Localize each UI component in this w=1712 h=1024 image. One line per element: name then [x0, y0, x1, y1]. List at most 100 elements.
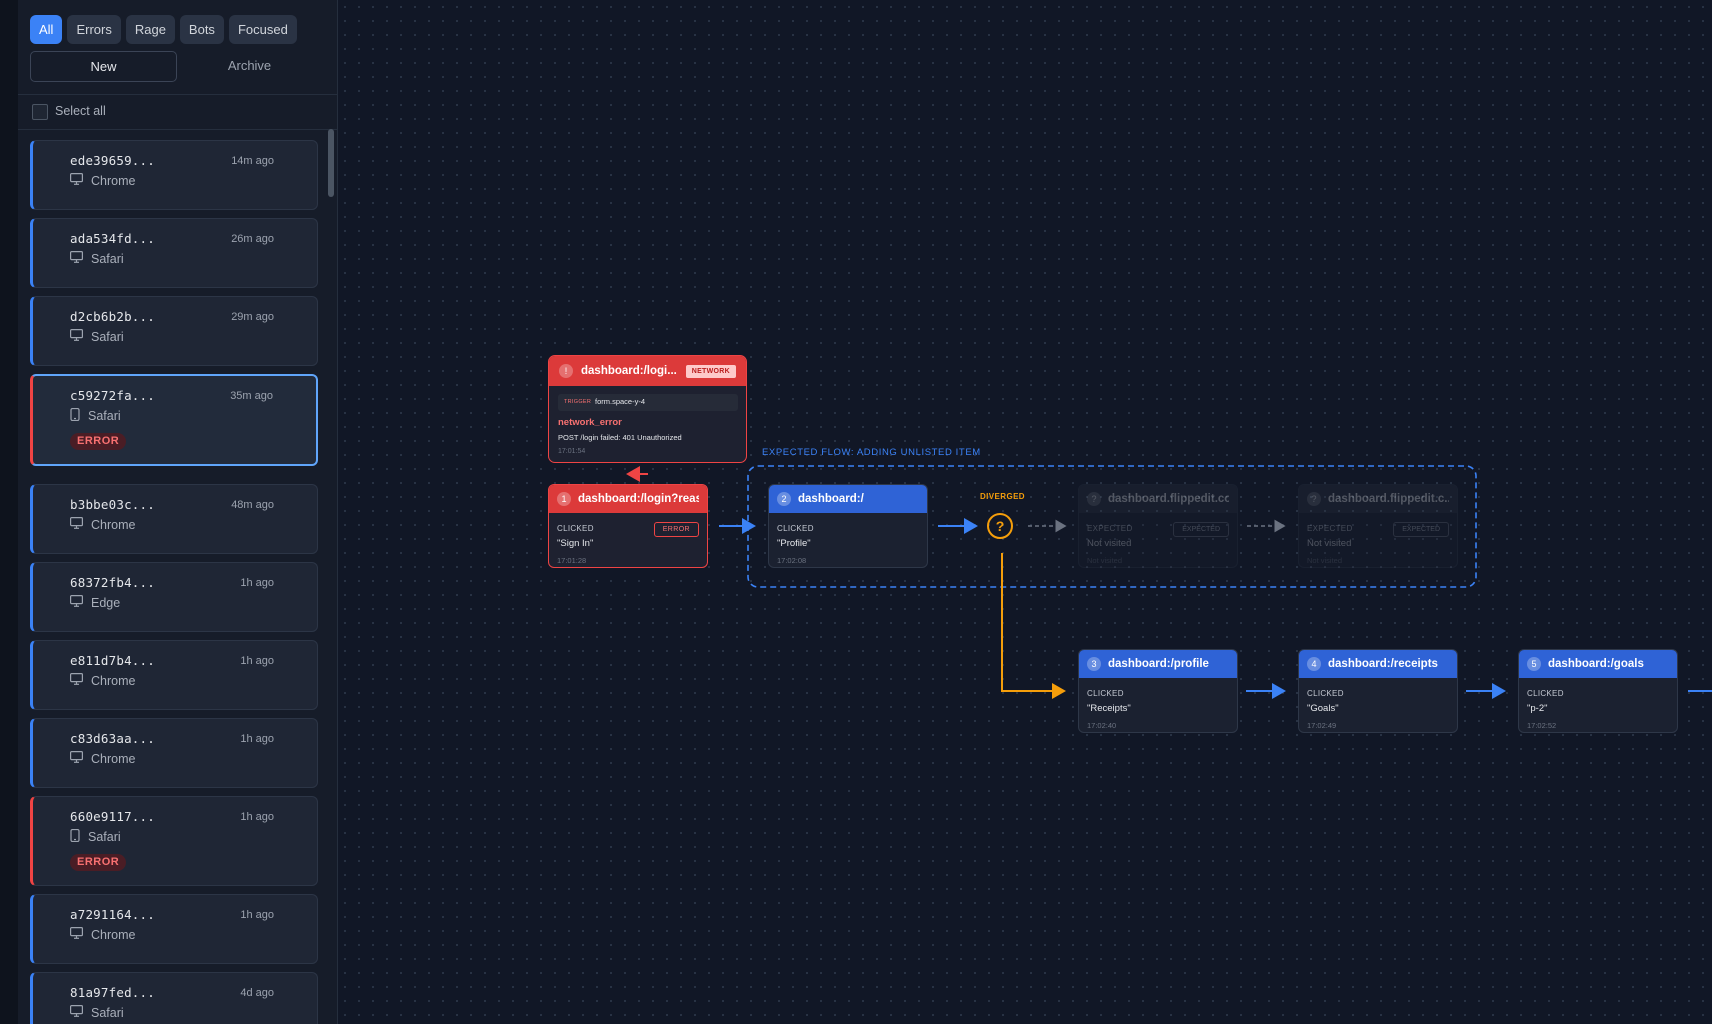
tab-new[interactable]: New	[30, 51, 177, 82]
filter-rage-button[interactable]: Rage	[125, 15, 175, 44]
session-list-scrollbar[interactable]	[328, 129, 334, 197]
expected-node-1[interactable]: ?dashboard.flippedit.co... EXPECTED EXPE…	[1078, 484, 1238, 568]
filter-bots-button[interactable]: Bots	[179, 15, 224, 44]
node-time: Not visited	[1087, 556, 1123, 565]
session-time: 1h ago	[240, 811, 274, 823]
node-action: CLICKED	[777, 524, 814, 533]
select-all-checkbox[interactable]	[32, 104, 48, 120]
session-id: 68372fb4...	[70, 575, 155, 590]
error-time: 17:01:54	[558, 448, 586, 455]
node-title: dashboard:/login?reas...	[578, 493, 699, 505]
session-browser: Chrome	[70, 517, 135, 532]
session-id: a7291164...	[70, 907, 155, 922]
desktop-icon	[70, 673, 84, 688]
desktop-icon	[70, 173, 84, 188]
browser-name: Chrome	[91, 751, 136, 766]
network-error-node[interactable]: ! dashboard:/logi... NETWORK TRIGGER for…	[548, 355, 747, 463]
browser-name: Chrome	[91, 927, 136, 942]
node-time: 17:02:08	[777, 556, 807, 565]
network-badge: NETWORK	[685, 364, 736, 378]
browser-name: Chrome	[91, 517, 136, 532]
session-time: 1h ago	[240, 577, 274, 589]
desktop-icon	[70, 751, 84, 766]
session-tabs: New Archive	[30, 51, 322, 82]
node-time: 17:01:28	[557, 556, 587, 565]
node-time: 17:02:49	[1307, 721, 1337, 730]
session-time: 48m ago	[231, 499, 274, 511]
flow-canvas[interactable]: EXPECTED FLOW: ADDING UNLISTED ITEM DIVE…	[338, 0, 1712, 1024]
node-action: CLICKED	[1087, 689, 1124, 698]
node-title: dashboard.flippedit.co...	[1108, 493, 1229, 505]
filter-errors-button[interactable]: Errors	[67, 15, 121, 44]
session-browser: Safari	[70, 251, 124, 266]
error-tag: ERROR	[653, 522, 699, 537]
browser-name: Safari	[91, 1005, 124, 1020]
tab-archive[interactable]: Archive	[227, 58, 272, 73]
trigger-row: TRIGGER form.space-y-4	[558, 394, 738, 411]
expected-flow-label: EXPECTED FLOW: ADDING UNLISTED ITEM	[762, 447, 981, 458]
session-id: ede39659...	[70, 153, 155, 168]
session-id: 660e9117...	[70, 809, 155, 824]
filter-all-button[interactable]: All	[30, 15, 63, 44]
session-id: d2cb6b2b...	[70, 309, 155, 324]
flow-edges	[626, 465, 1712, 699]
alert-icon: !	[559, 364, 573, 378]
error-badge: ERROR	[70, 854, 127, 871]
desktop-icon	[70, 517, 84, 532]
session-sidebar: All Errors Rage Bots Focused New Archive…	[18, 0, 338, 1024]
select-all-label: Select all	[55, 104, 106, 118]
filter-focused-button[interactable]: Focused	[228, 15, 297, 44]
session-id: 81a97fed...	[70, 985, 155, 1000]
node-action: CLICKED	[557, 524, 594, 533]
session-id: c59272fa...	[70, 388, 155, 403]
node-detail: "Sign In"	[557, 538, 594, 549]
diverged-question-icon[interactable]: ?	[987, 513, 1013, 539]
session-browser: Safari	[70, 1005, 124, 1020]
node-detail: Not visited	[1307, 538, 1352, 549]
node-detail: Not visited	[1087, 538, 1132, 549]
session-browser: Chrome	[70, 751, 135, 766]
session-browser: Safari	[70, 407, 121, 424]
error-name: network_error	[558, 417, 622, 428]
node-detail: "Profile"	[777, 538, 811, 549]
session-browser: Chrome	[70, 673, 135, 688]
browser-name: Chrome	[91, 173, 136, 188]
node-time: 17:02:52	[1527, 721, 1557, 730]
node-detail: "Receipts"	[1087, 703, 1131, 714]
step-number: 5	[1527, 657, 1541, 671]
session-browser: Edge	[70, 595, 120, 610]
node-title: dashboard.flippedit.c...	[1328, 493, 1449, 505]
step-number: 2	[777, 492, 791, 506]
session-time: 4d ago	[240, 987, 274, 999]
select-all-row: Select all	[18, 94, 337, 130]
node-title: dashboard:/profile	[1108, 658, 1209, 670]
session-time: 1h ago	[240, 909, 274, 921]
step-number: 1	[557, 492, 571, 506]
desktop-icon	[70, 927, 84, 942]
session-id: b3bbe03c...	[70, 497, 155, 512]
session-browser: Chrome	[70, 927, 135, 942]
expected-node-2[interactable]: ?dashboard.flippedit.c... EXPECTED EXPEC…	[1298, 484, 1458, 568]
session-time: 26m ago	[231, 233, 274, 245]
browser-name: Chrome	[91, 673, 136, 688]
node-action: EXPECTED	[1307, 524, 1353, 533]
browser-name: Safari	[91, 251, 124, 266]
node-title: dashboard:/goals	[1548, 658, 1644, 670]
